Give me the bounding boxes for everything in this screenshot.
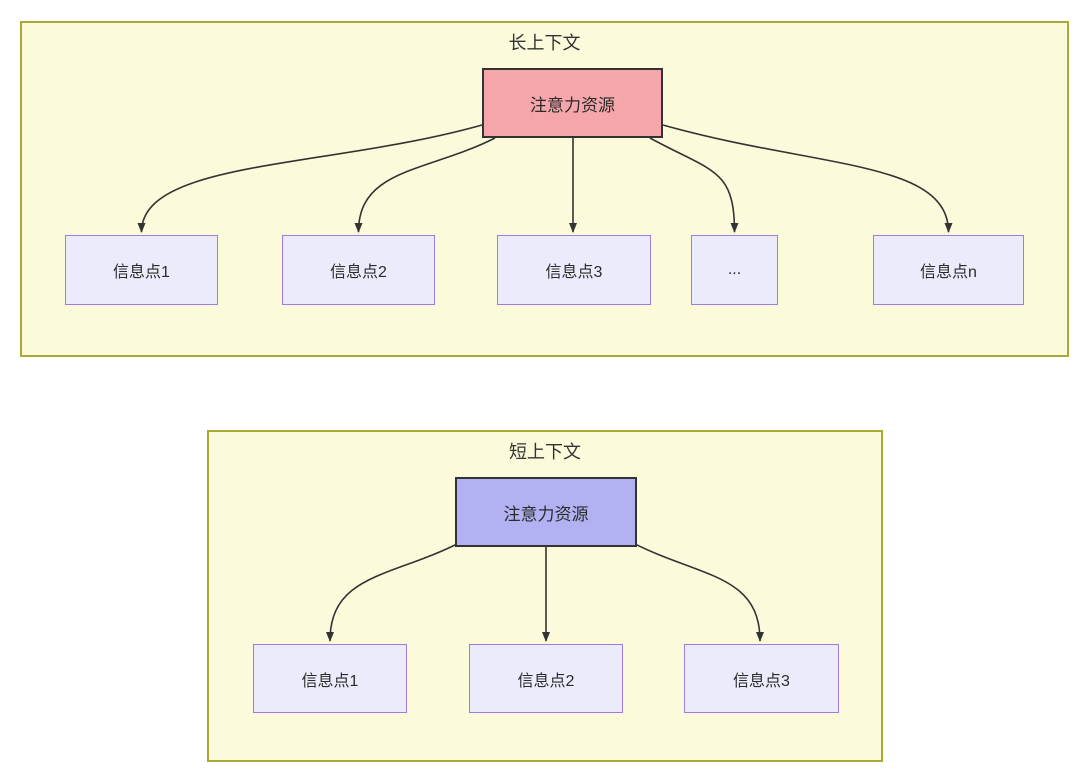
info-node-short-3: 信息点3: [684, 644, 839, 713]
info-node-long-3: 信息点3: [497, 235, 651, 305]
attention-resource-node-long: 注意力资源: [482, 68, 663, 138]
info-node-long-ellipsis: ...: [691, 235, 778, 305]
info-node-long-2: 信息点2: [282, 235, 435, 305]
info-node-long-n: 信息点n: [873, 235, 1024, 305]
info-node-long-1: 信息点1: [65, 235, 218, 305]
info-node-short-1: 信息点1: [253, 644, 407, 713]
long-context-title: 长上下文: [508, 33, 581, 53]
info-node-short-2: 信息点2: [469, 644, 623, 713]
short-context-title: 短上下文: [509, 442, 581, 462]
attention-resource-node-short: 注意力资源: [455, 477, 637, 547]
